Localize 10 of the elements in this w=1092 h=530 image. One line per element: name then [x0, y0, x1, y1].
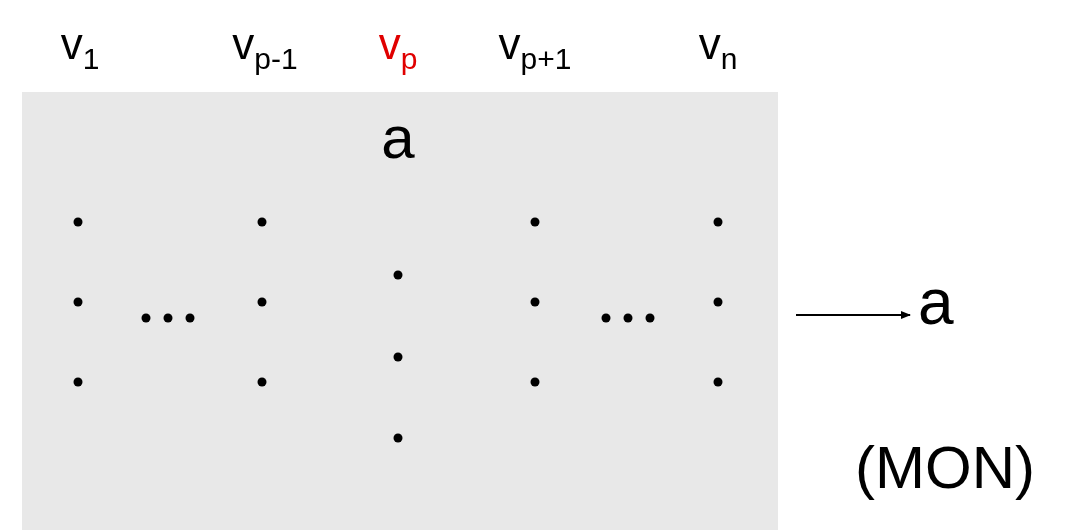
column-header: v$_{1}$ — [60, 22, 100, 74]
rule-name: (MON) — [855, 438, 1035, 498]
arrow — [795, 311, 911, 319]
column-header: v$_{p+1}$ — [498, 22, 572, 74]
cell-value: a — [381, 108, 415, 168]
column-header: v$_{p}$ — [378, 22, 418, 74]
column-header: v$_{p-1}$ — [232, 22, 298, 74]
result-value: a — [918, 270, 954, 334]
matrix-panel — [22, 92, 778, 530]
column-header: v$_{n}$ — [698, 22, 738, 74]
